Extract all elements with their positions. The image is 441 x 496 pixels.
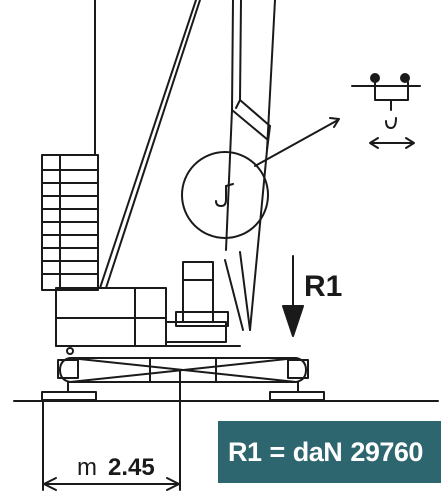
counterweight-stack [41,154,99,291]
hook-detail-circle [181,117,340,239]
superstructure [55,261,241,355]
result-value: 29760 [350,436,423,467]
boom [224,0,276,331]
dimension-line [42,369,181,491]
outrigger-pads [41,391,325,401]
result-eq: = [269,436,286,467]
result-lhs: R1 [228,436,262,467]
reaction-label: R1 [304,270,342,303]
trolley-detail [351,73,421,149]
dimension-value-label: 2.45 [108,454,155,481]
dimension-unit-label: m [77,454,97,481]
result-unit: daN [292,436,343,467]
reaction-arrow [282,255,304,337]
undercarriage [57,357,309,393]
stay-ropes [94,0,201,289]
